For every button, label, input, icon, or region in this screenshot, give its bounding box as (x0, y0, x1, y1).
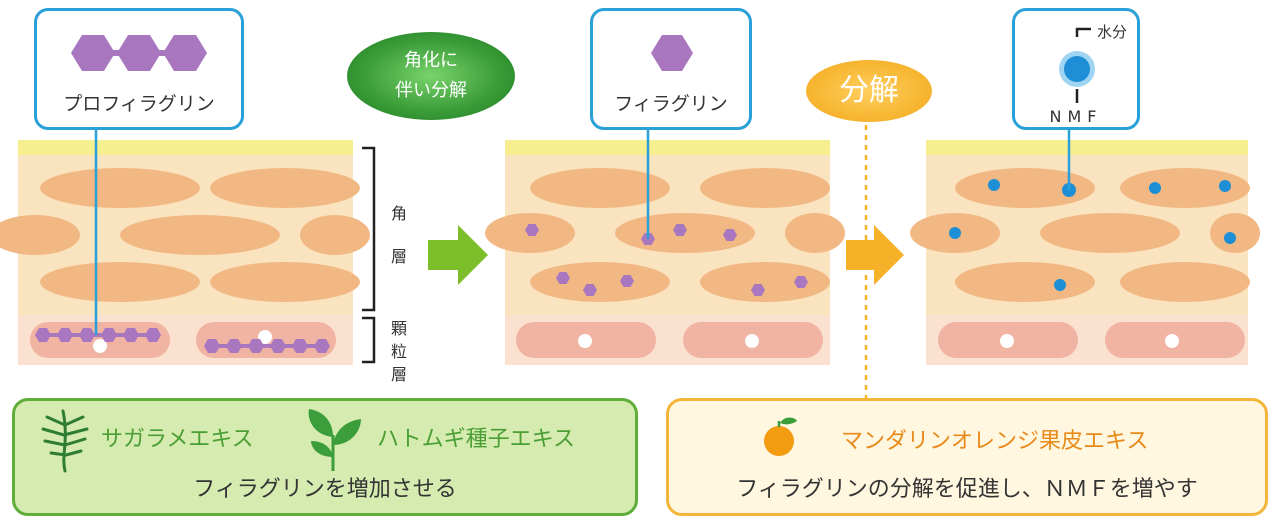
callout-nmf: 水分 NMF (1012, 8, 1140, 130)
arrow-right-orange (846, 225, 904, 285)
ingredient-hatomugi: ハトムギ種子エキス (377, 427, 576, 452)
decomposition-label: 分解 (839, 73, 899, 108)
skin-section-1 (0, 140, 370, 365)
profilaggrin-chain-2 (204, 339, 330, 353)
layer-brackets (362, 146, 376, 364)
seaweed-icon (41, 409, 89, 473)
skin-section-3 (910, 140, 1260, 365)
granular-layer-char-1: 顆 (390, 319, 407, 338)
callout-profilaggrin: プロフィラグリン (34, 8, 244, 130)
skin-section-2 (485, 140, 845, 365)
arrow-right-green (428, 225, 488, 285)
callout-filaggrin-label: フィラグリン (614, 93, 728, 115)
ingredient-sagarame: サガラメエキス (101, 427, 254, 452)
granular-layer-char-2: 粒 (390, 342, 407, 361)
profilaggrin-hex-icon (71, 35, 207, 71)
stratum-corneum-char-1: 角 (390, 204, 407, 223)
profilaggrin-chain-1 (35, 328, 161, 342)
callout-filaggrin: フィラグリン (590, 8, 752, 130)
callout-profilaggrin-label: プロフィラグリン (63, 93, 215, 115)
granular-layer-char-3: 層 (390, 365, 407, 384)
green-panel-effect: フィラグリンを増加させる (193, 477, 457, 502)
decomposition-bubble: 分解 (806, 60, 932, 122)
keratinization-line-1: 角化に (404, 50, 458, 71)
water-label: 水分 (1097, 23, 1128, 41)
nmf-label: NMF (1049, 107, 1103, 126)
orange-panel-effect: フィラグリンの分解を促進し、ＮＭＦを増やす (736, 477, 1198, 502)
stratum-corneum-char-2: 層 (390, 247, 407, 266)
filaggrin-hex-icon (651, 35, 693, 71)
keratinization-bubble: 角化に 伴い分解 (347, 32, 515, 120)
ingredient-mandarin: マンダリンオレンジ果皮エキス (841, 429, 1149, 454)
orange-ingredient-panel: マンダリンオレンジ果皮エキス フィラグリンの分解を促進し、ＮＭＦを増やす (666, 398, 1268, 516)
green-ingredient-panel: サガラメエキス ハトムギ種子エキス フィラグリンを増加させる (12, 398, 638, 516)
keratinization-line-2: 伴い分解 (395, 80, 467, 101)
mandarin-orange-icon (764, 417, 797, 456)
water-molecule-icon (1059, 27, 1095, 103)
callout-connectors (94, 128, 1071, 335)
leaf-sprout-icon (308, 409, 361, 471)
